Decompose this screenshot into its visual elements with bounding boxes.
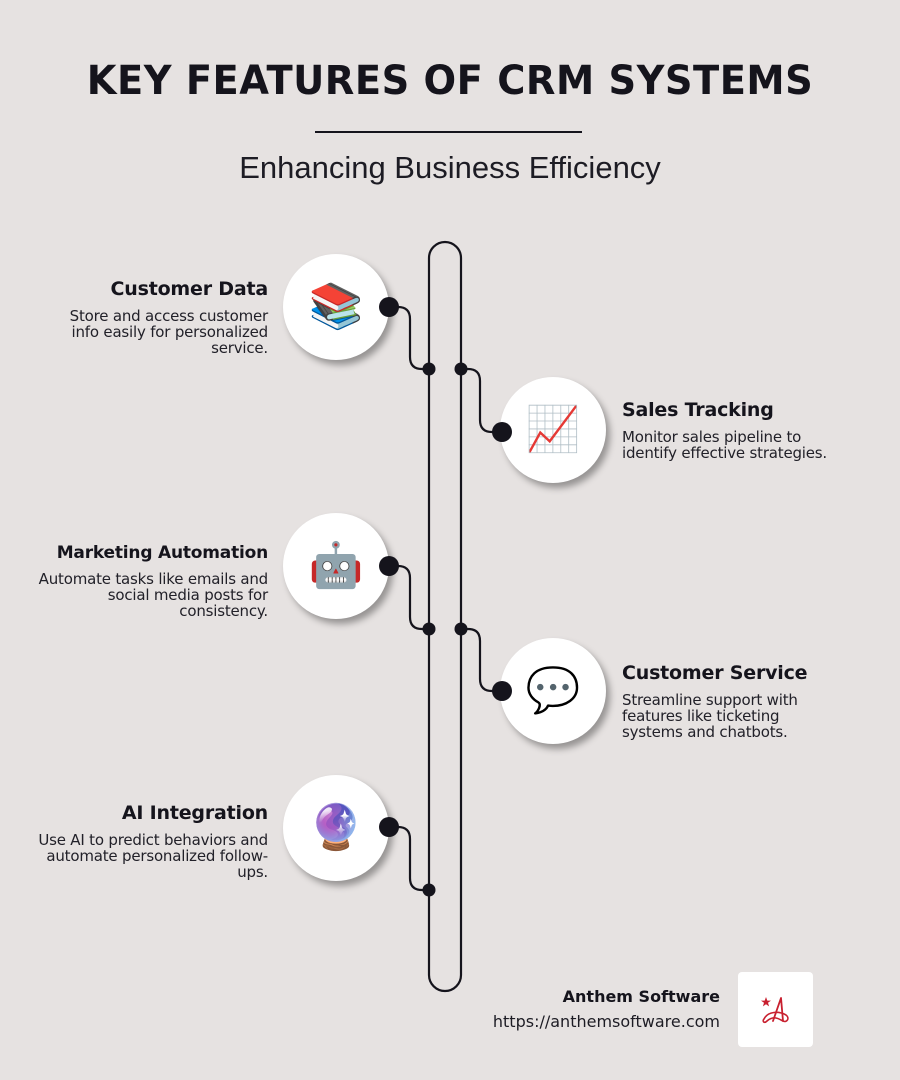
robot-icon: 🤖: [308, 541, 364, 590]
feature-marketing-automation: Marketing Automation Automate tasks like…: [38, 543, 269, 620]
feature-node-customer-service: 💬: [500, 638, 606, 744]
feature-title: Marketing Automation: [56, 543, 268, 563]
feature-ai-integration: AI Integration Use AI to predict behavio…: [38, 802, 268, 880]
crystal-ball-icon: 🔮: [308, 803, 364, 852]
speech-bubble-icon: 💬: [525, 666, 581, 715]
junction-dot: [422, 622, 436, 636]
junction-dot: [422, 883, 436, 897]
junction-dot: [454, 362, 468, 376]
feature-title: Sales Tracking: [622, 399, 774, 421]
junction-dot: [454, 622, 468, 636]
feature-node-customer-data: 📚: [283, 254, 389, 360]
feature-description: Streamline support with features like ti…: [622, 691, 798, 741]
books-icon: 📚: [308, 282, 364, 331]
company-url[interactable]: https://anthemsoftware.com: [492, 1012, 720, 1031]
page-subtitle: Enhancing Business Efficiency: [239, 150, 661, 185]
feature-node-marketing-automation: 🤖: [283, 513, 389, 619]
company-name: Anthem Software: [562, 987, 720, 1006]
page-title: KEY FEATURES OF CRM SYSTEMS: [86, 58, 814, 104]
feature-customer-service: Customer Service Streamline support with…: [622, 662, 827, 740]
feature-customer-data: Customer Data Store and access customer …: [38, 278, 269, 357]
company-logo: [738, 972, 813, 1047]
feature-description: Monitor sales pipeline to identify effec…: [622, 428, 827, 462]
feature-node-ai-integration: 🔮: [283, 775, 389, 881]
feature-description: Use AI to predict behaviors and automate…: [38, 831, 268, 881]
chart-increasing-icon: 📈: [525, 405, 581, 454]
title-divider: [315, 131, 582, 133]
feature-title: AI Integration: [121, 802, 268, 824]
feature-node-sales-tracking: 📈: [500, 377, 606, 483]
junction-dot: [422, 362, 436, 376]
feature-description: Automate tasks like emails and social me…: [38, 570, 269, 620]
anthem-logo-icon: [760, 996, 789, 1023]
feature-title: Customer Service: [622, 662, 808, 684]
feature-description: Store and access customer info easily fo…: [69, 307, 269, 357]
feature-sales-tracking: Sales Tracking Monitor sales pipeline to…: [622, 399, 827, 461]
feature-title: Customer Data: [110, 278, 269, 300]
